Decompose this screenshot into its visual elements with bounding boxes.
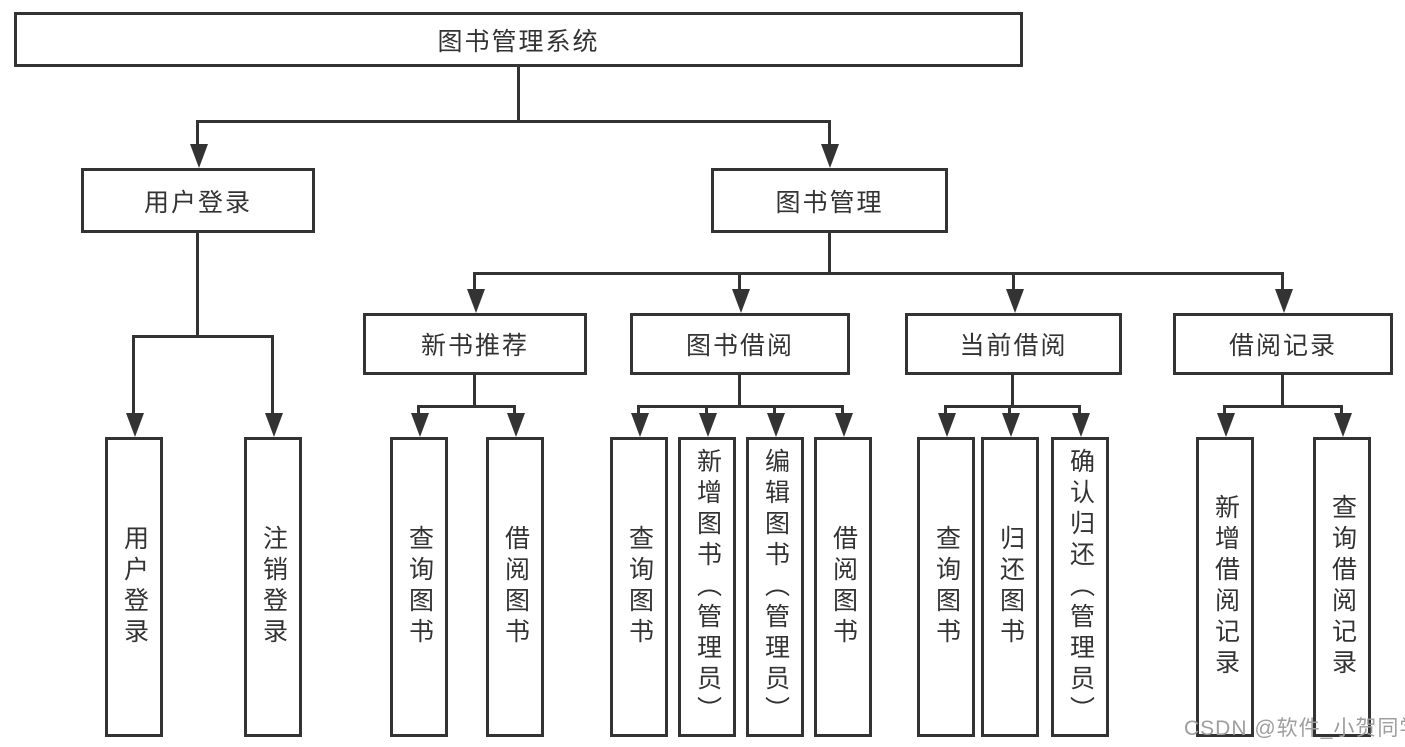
leaf-query-book-3-label: 查询图书 (932, 525, 961, 649)
leaf-add-borrow-record: 新增借阅记录 (1196, 437, 1254, 737)
node-book-borrow-label: 图书借阅 (685, 332, 794, 360)
connector-line (132, 335, 274, 338)
leaf-user-login: 用户登录 (105, 437, 163, 737)
connector-line (944, 405, 947, 415)
leaf-query-borrow-record: 查询借阅记录 (1313, 437, 1371, 737)
leaf-add-borrow-record-label: 新增借阅记录 (1211, 494, 1240, 680)
node-root: 图书管理系统 (14, 12, 1023, 67)
leaf-query-book-1: 查询图书 (390, 437, 448, 737)
node-borrow-record-label: 借阅记录 (1228, 332, 1337, 360)
node-user-login: 用户登录 (81, 168, 315, 233)
arrow-down-icon (835, 413, 853, 437)
node-borrow-record: 借阅记录 (1173, 313, 1393, 375)
connector-line (1012, 272, 1015, 291)
leaf-logout-label: 注销登录 (259, 525, 288, 649)
arrow-down-icon (938, 413, 956, 437)
connector-line (1011, 373, 1014, 407)
node-book-mgmt: 图书管理 (711, 168, 948, 233)
connector-line (196, 120, 831, 123)
leaf-borrow-book-1-label: 借阅图书 (501, 525, 530, 649)
leaf-edit-book-admin: 编辑图书（管理员） (746, 437, 804, 737)
leaf-logout: 注销登录 (244, 437, 302, 737)
arrow-down-icon (507, 413, 525, 437)
connector-line (517, 67, 520, 122)
connector-line (1340, 405, 1343, 415)
connector-line (773, 405, 776, 415)
connector-line (1223, 405, 1343, 408)
arrow-down-icon (1006, 289, 1024, 313)
node-user-login-label: 用户登录 (143, 188, 252, 217)
connector-line (1281, 272, 1284, 291)
leaf-borrow-book-1: 借阅图书 (486, 437, 544, 737)
leaf-add-book-admin: 新增图书（管理员） (678, 437, 736, 737)
arrow-down-icon (411, 413, 429, 437)
connector-line (473, 373, 476, 407)
leaf-query-book-1-label: 查询图书 (405, 525, 434, 649)
connector-line (417, 405, 420, 415)
arrow-down-icon (1334, 413, 1352, 437)
node-book-borrow: 图书借阅 (630, 313, 850, 375)
leaf-add-book-admin-label: 新增图书（管理员） (693, 447, 722, 727)
arrow-down-icon (1217, 413, 1235, 437)
connector-line (1078, 405, 1081, 415)
arrow-down-icon (126, 413, 144, 437)
connector-line (828, 231, 831, 274)
csdn-watermark: CSDN @软件_小贺同学 (1184, 717, 1405, 740)
arrow-down-icon (190, 144, 208, 168)
connector-line (1008, 405, 1011, 415)
arrow-down-icon (265, 413, 283, 437)
connector-line (637, 405, 640, 415)
arrow-down-icon (631, 413, 649, 437)
connector-line (738, 373, 741, 407)
connector-line (196, 120, 199, 146)
connector-line (828, 120, 831, 146)
leaf-query-book-2-label: 查询图书 (625, 525, 654, 649)
arrow-down-icon (821, 144, 839, 168)
connector-line (705, 405, 708, 415)
connector-line (637, 405, 844, 408)
leaf-confirm-return-admin: 确认归还（管理员） (1051, 437, 1109, 737)
connector-line (513, 405, 516, 415)
connector-line (196, 231, 199, 337)
arrow-down-icon (767, 413, 785, 437)
connector-line (944, 405, 1081, 408)
connector-line (132, 335, 135, 415)
leaf-return-book-label: 归还图书 (996, 525, 1025, 649)
leaf-query-book-3: 查询图书 (917, 437, 975, 737)
leaf-borrow-book-2: 借阅图书 (814, 437, 872, 737)
node-book-mgmt-label: 图书管理 (775, 188, 884, 217)
connector-line (271, 335, 274, 415)
arrow-down-icon (699, 413, 717, 437)
connector-line (1281, 373, 1284, 407)
leaf-user-login-label: 用户登录 (120, 525, 149, 649)
leaf-return-book: 归还图书 (981, 437, 1039, 737)
node-new-book-recommend-label: 新书推荐 (420, 332, 529, 360)
connector-line (738, 272, 741, 291)
connector-line (473, 272, 1284, 275)
arrow-down-icon (1275, 289, 1293, 313)
leaf-edit-book-admin-label: 编辑图书（管理员） (761, 447, 790, 727)
connector-line (473, 272, 476, 291)
arrow-down-icon (467, 289, 485, 313)
arrow-down-icon (732, 289, 750, 313)
node-root-label: 图书管理系统 (437, 27, 600, 56)
node-current-borrow: 当前借阅 (905, 313, 1122, 375)
arrow-down-icon (1072, 413, 1090, 437)
leaf-borrow-book-2-label: 借阅图书 (829, 525, 858, 649)
connector-line (1223, 405, 1226, 415)
node-current-borrow-label: 当前借阅 (959, 332, 1068, 360)
connector-line (417, 405, 516, 408)
leaf-confirm-return-admin-label: 确认归还（管理员） (1066, 447, 1095, 727)
node-new-book-recommend: 新书推荐 (363, 313, 587, 375)
arrow-down-icon (1002, 413, 1020, 437)
connector-line (841, 405, 844, 415)
leaf-query-borrow-record-label: 查询借阅记录 (1328, 494, 1357, 680)
leaf-query-book-2: 查询图书 (610, 437, 668, 737)
